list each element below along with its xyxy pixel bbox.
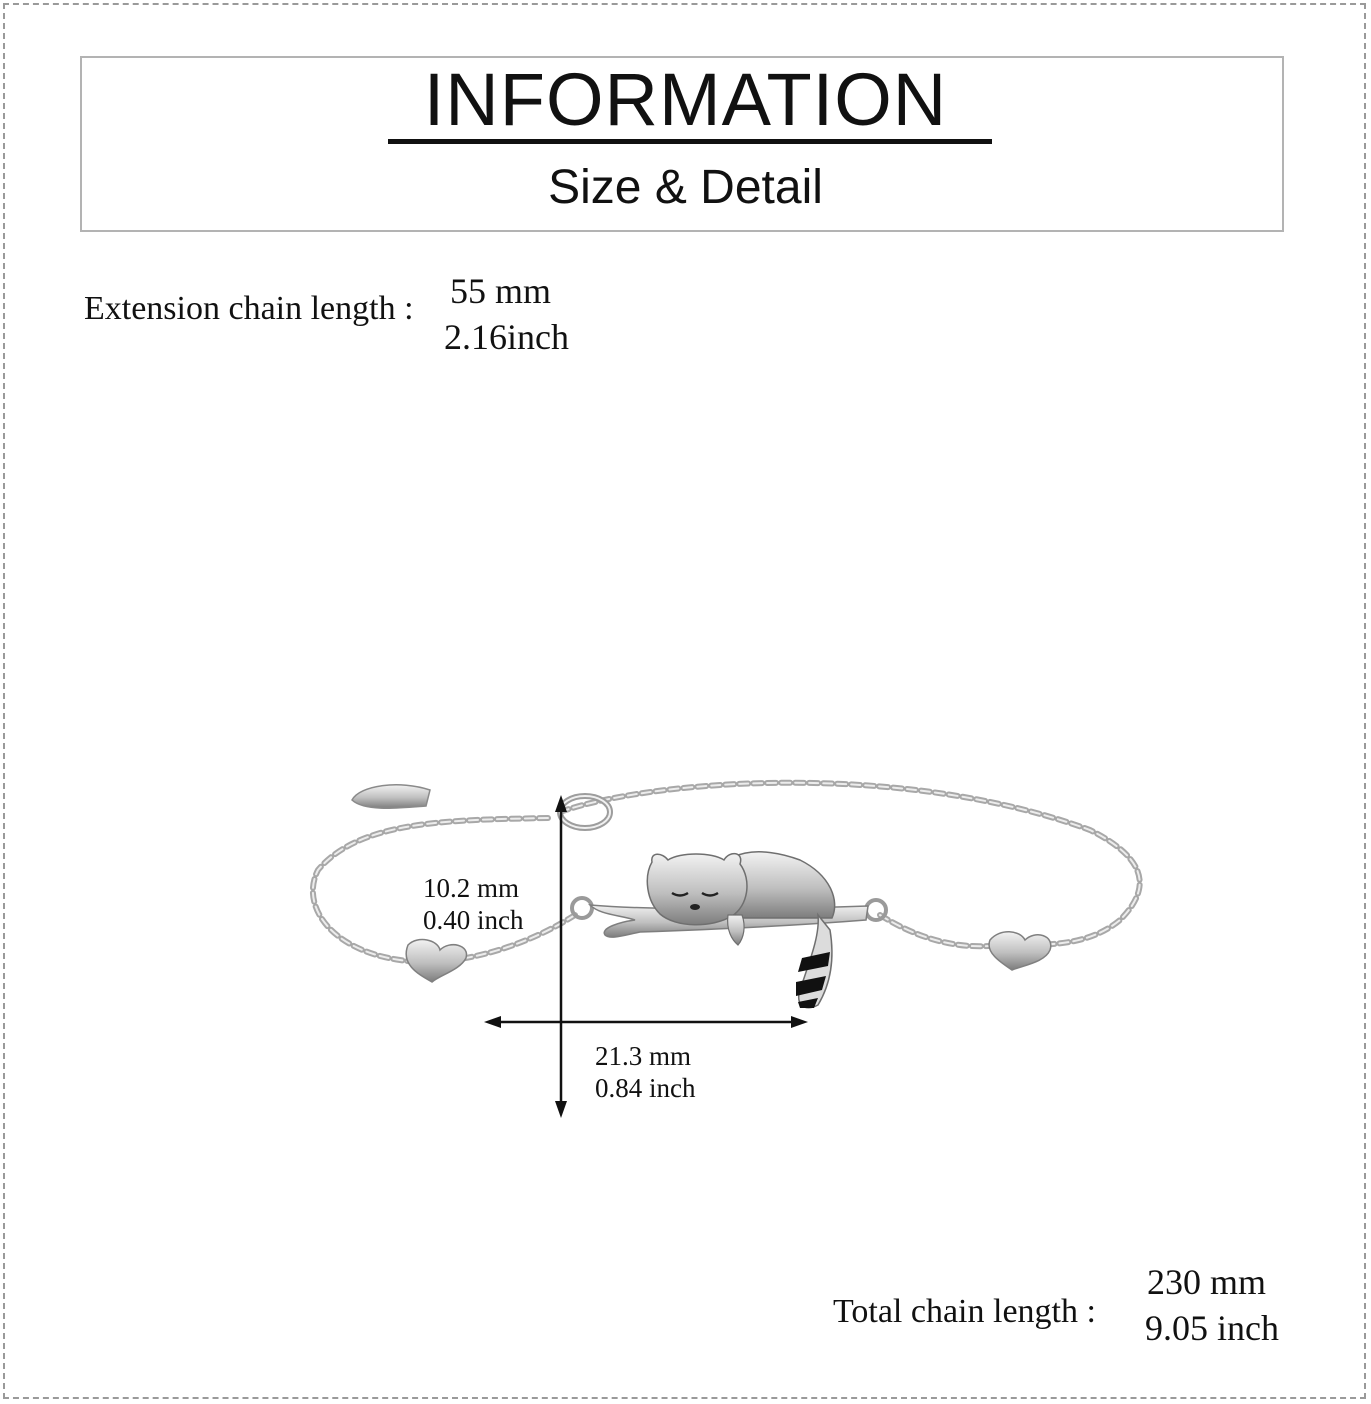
total-chain-mm: 230 mm	[1147, 1262, 1267, 1302]
heart-charm-right	[988, 931, 1052, 971]
pendant-width-inch: 0.84 inch	[595, 1073, 696, 1103]
total-chain-label: Total chain length :	[833, 1293, 1096, 1330]
page-title: INFORMATION	[423, 58, 948, 141]
pendant-width-mm: 21.3 mm	[595, 1041, 692, 1071]
title-underline	[388, 139, 992, 144]
extension-chain-label: Extension chain length :	[84, 290, 414, 327]
pendant-height-mm: 10.2 mm	[423, 873, 520, 903]
extension-tag	[351, 784, 431, 810]
extension-chain-inch: 2.16inch	[444, 317, 569, 357]
extension-chain-mm: 55 mm	[450, 271, 552, 311]
pendant-height-inch: 0.40 inch	[423, 905, 524, 935]
page-subtitle: Size & Detail	[548, 161, 823, 214]
height-dimension-arrow	[555, 795, 567, 1118]
page-frame	[3, 3, 1366, 1399]
chain	[310, 779, 1143, 965]
header-box	[80, 56, 1284, 232]
width-dimension-arrow	[484, 1016, 808, 1028]
total-chain-inch: 9.05 inch	[1145, 1308, 1279, 1348]
red-panda-pendant	[646, 851, 836, 1009]
heart-charm-left	[405, 938, 468, 983]
